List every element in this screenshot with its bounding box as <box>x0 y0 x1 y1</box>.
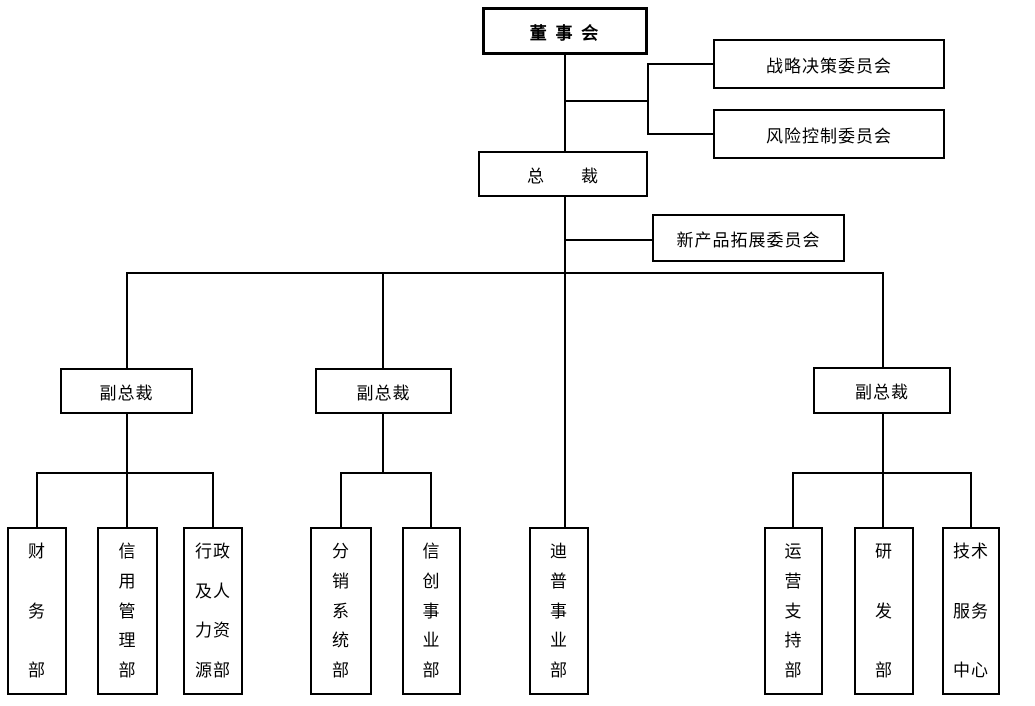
dept-label-line: 事 <box>550 601 568 621</box>
box-vice-president-3: 副总裁 <box>813 367 951 414</box>
risk-control-committee-label: 风险控制委员会 <box>766 126 892 146</box>
box-dept-xinchuang-business: 信创事业部 <box>402 527 461 695</box>
dept-label-line: 业 <box>422 631 441 651</box>
dept-finance-label: 财务部 <box>9 529 65 693</box>
dept-label-line: 信 <box>422 542 441 561</box>
box-dept-distribution-system: 分销系统部 <box>310 527 372 695</box>
dept-label-line: 部 <box>118 661 137 680</box>
dept-label-line: 理 <box>118 631 137 651</box>
dept-label-line: 销 <box>332 571 350 591</box>
dept-label-line: 统 <box>332 631 350 651</box>
dept-label-line: 行政 <box>195 542 231 561</box>
strategic-decision-committee-label: 战略决策委员会 <box>766 56 892 76</box>
vice-president-1-label: 副总裁 <box>99 383 154 403</box>
box-president: 总 裁 <box>478 151 648 197</box>
dept-label-line: 部 <box>550 661 568 680</box>
dept-label-line: 财 <box>28 542 46 561</box>
box-dept-finance: 财务部 <box>7 527 67 695</box>
box-strategic-decision-committee: 战略决策委员会 <box>713 39 945 89</box>
new-product-committee-label: 新产品拓展委员会 <box>676 230 821 250</box>
dept-label-line: 部 <box>28 661 46 680</box>
president-label: 总 裁 <box>527 166 599 186</box>
dept-label-line: 用 <box>118 571 137 591</box>
box-vice-president-1: 副总裁 <box>60 368 193 414</box>
dept-research-development-label: 研发部 <box>856 529 912 693</box>
box-new-product-committee: 新产品拓展委员会 <box>652 214 845 262</box>
box-dept-research-development: 研发部 <box>854 527 914 695</box>
dept-operations-support-label: 运营支持部 <box>766 529 821 693</box>
box-dept-admin-hr: 行政及人力资源部 <box>183 527 243 695</box>
dept-label-line: 发 <box>875 601 893 621</box>
dept-label-line: 迪 <box>550 542 568 561</box>
dept-label-line: 服务 <box>953 601 989 621</box>
dept-label-line: 运 <box>784 542 803 561</box>
dept-label-line: 中心 <box>953 661 989 680</box>
box-vice-president-2: 副总裁 <box>315 368 452 414</box>
vice-president-2-label: 副总裁 <box>356 383 411 403</box>
dept-label-line: 持 <box>784 631 803 651</box>
box-dept-tech-service-center: 技术服务中心 <box>942 527 1000 695</box>
dept-label-line: 支 <box>784 601 803 621</box>
dept-admin-hr-label: 行政及人力资源部 <box>185 529 241 693</box>
dept-label-line: 力资 <box>195 621 231 641</box>
board-of-directors-label: 董 事 会 <box>529 23 601 43</box>
dept-label-line: 普 <box>550 571 568 591</box>
dept-label-line: 部 <box>422 661 441 680</box>
dept-credit-management-label: 信用管理部 <box>99 529 156 693</box>
dept-label-line: 部 <box>784 661 803 680</box>
dept-distribution-system-label: 分销系统部 <box>312 529 370 693</box>
box-risk-control-committee: 风险控制委员会 <box>713 109 945 159</box>
dept-dipu-business-label: 迪普事业部 <box>531 529 587 693</box>
dept-label-line: 事 <box>422 601 441 621</box>
dept-label-line: 源部 <box>195 660 231 680</box>
dept-label-line: 部 <box>332 661 350 680</box>
vice-president-3-label: 副总裁 <box>855 383 909 402</box>
box-dept-dipu-business: 迪普事业部 <box>529 527 589 695</box>
dept-label-line: 创 <box>422 571 441 591</box>
dept-label-line: 营 <box>784 571 803 591</box>
dept-label-line: 及人 <box>195 581 231 601</box>
box-dept-credit-management: 信用管理部 <box>97 527 158 695</box>
dept-label-line: 技术 <box>953 542 989 561</box>
box-board-of-directors: 董 事 会 <box>482 7 648 55</box>
dept-label-line: 研 <box>875 542 893 561</box>
dept-label-line: 分 <box>332 542 350 561</box>
dept-label-line: 部 <box>875 661 893 680</box>
dept-label-line: 管 <box>118 601 137 621</box>
dept-label-line: 务 <box>28 601 46 621</box>
dept-tech-service-center-label: 技术服务中心 <box>944 529 998 693</box>
dept-label-line: 系 <box>332 601 350 621</box>
dept-label-line: 信 <box>118 542 137 561</box>
dept-label-line: 业 <box>550 631 568 651</box>
dept-xinchuang-business-label: 信创事业部 <box>404 529 459 693</box>
box-dept-operations-support: 运营支持部 <box>764 527 823 695</box>
